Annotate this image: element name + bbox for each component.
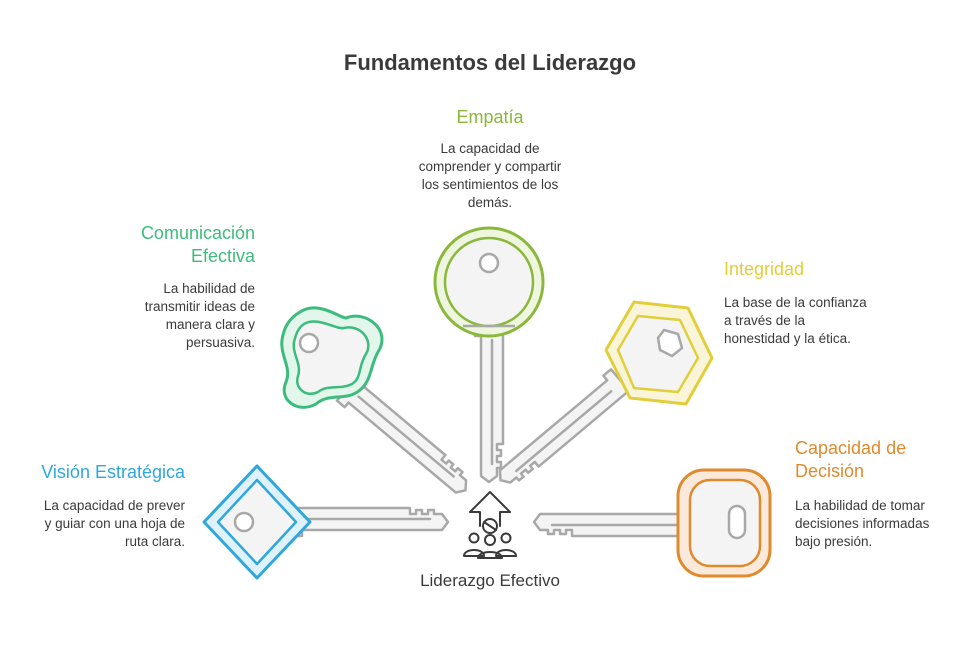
decision-title: Capacidad de Decisión [795,437,965,483]
title-line: Comunicación [140,223,255,243]
desc-line: persuasiva. [185,335,255,350]
desc-line: ruta clara. [124,534,185,549]
vision-title: Visión Estratégica [41,462,185,482]
desc-line: transmitir ideas de [144,299,255,314]
page-title: Fundamentos del Liderazgo [343,50,637,75]
decision-description: La habilidad de tomar decisiones informa… [795,497,965,551]
desc-line: La habilidad de tomar [795,498,925,513]
key-vision [202,464,450,580]
desc-line: comprender y compartir [418,159,562,174]
desc-line: manera clara y [165,317,255,332]
vision-description: La capacidad de prever y guiar con una h… [10,497,185,551]
desc-line: La capacidad de prever [43,498,185,513]
desc-line: decisiones informadas [795,516,930,531]
desc-line: La capacidad de [440,141,540,156]
desc-line: y guiar con una hoja de [44,516,185,531]
key-integridad [490,300,714,493]
desc-line: La base de la confianza [724,295,867,310]
leadership-people-icon [463,491,517,559]
desc-line: La habilidad de [163,281,255,296]
title-line: Decisión [795,461,865,481]
title-line: Efectiva [190,246,255,266]
empatia-description: La capacidad de comprender y compartir l… [390,140,590,212]
comunicacion-title: Comunicación Efectiva [80,222,255,268]
desc-line: a través de la [724,313,806,328]
comunicacion-description: La habilidad de transmitir ideas de mane… [80,280,255,352]
key-empatia [433,226,545,484]
title-line: Capacidad de [795,438,907,458]
key-decision [532,468,772,578]
desc-line: demás. [467,195,513,210]
desc-line: honestidad y la ética. [724,331,851,346]
integridad-title: Integridad [724,259,805,279]
desc-line: los sentimientos de los [421,177,559,192]
empatia-title: Empatía [456,107,524,127]
integridad-description: La base de la confianza a través de la h… [724,294,924,348]
key-comunicacion [280,306,476,503]
desc-line: bajo presión. [795,534,873,549]
center-label: Liderazgo Efectivo [420,571,560,590]
